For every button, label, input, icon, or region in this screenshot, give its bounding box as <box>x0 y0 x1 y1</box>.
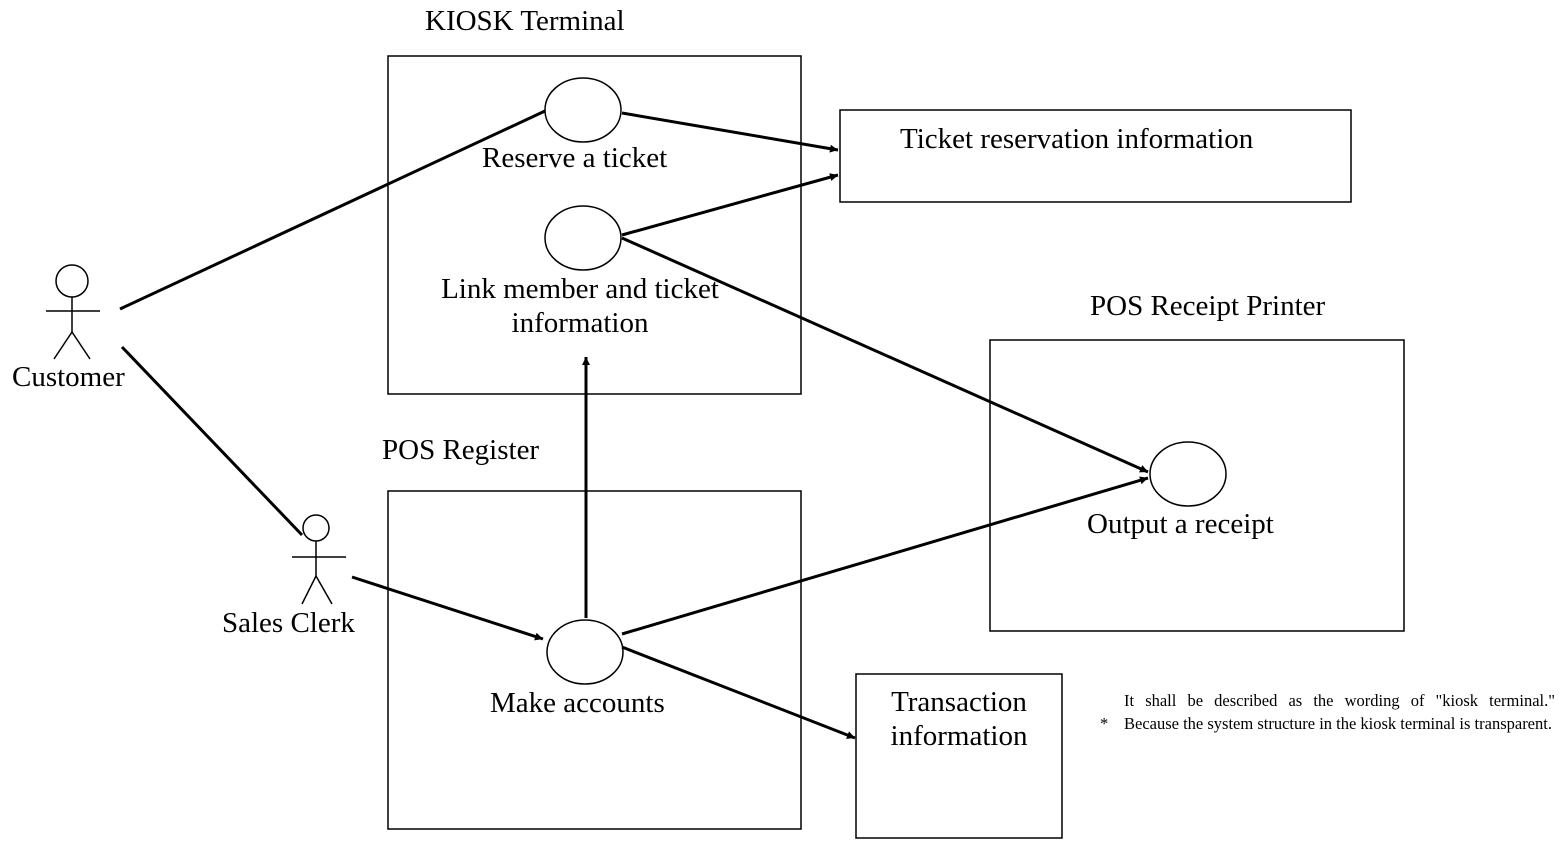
customer-actor-icon <box>46 264 100 360</box>
ticket-reservation-info-label: Ticket reservation information <box>900 123 1254 155</box>
footnote-line1: It shall be described as the wording of … <box>1124 691 1555 710</box>
pos-register-boundary <box>387 490 802 830</box>
sales-clerk-actor-icon <box>292 514 346 605</box>
output-receipt-usecase <box>1149 441 1227 507</box>
make-accounts-to-transaction-arrow <box>621 645 856 740</box>
customer-reserve-association <box>119 109 546 311</box>
link-to-ticket-info-arrow <box>621 173 839 237</box>
footnote-line2: Because the system structure in the kios… <box>1124 714 1552 733</box>
reserve-ticket-label: Reserve a ticket <box>482 142 668 174</box>
link-member-label-line1: Link member and ticket <box>441 273 719 305</box>
pos-receipt-printer-title: POS Receipt Printer <box>1090 290 1326 322</box>
pos-register-title: POS Register <box>382 434 540 466</box>
clerk-to-make-accounts-arrow <box>351 575 544 641</box>
transaction-info-label: Transaction information <box>856 685 1062 753</box>
link-member-label: Link member and ticket information <box>410 272 750 340</box>
transaction-info-label-line1: Transaction <box>891 686 1027 718</box>
reserve-ticket-usecase <box>544 77 622 143</box>
ticket-reservation-info-box <box>839 109 1352 203</box>
customer-label: Customer <box>12 361 125 393</box>
make-accounts-usecase <box>546 619 624 685</box>
sales-clerk-label: Sales Clerk <box>222 607 355 639</box>
link-to-receipt-arrow <box>621 236 1149 474</box>
transaction-info-box <box>855 673 1063 839</box>
transaction-info-label-line2: information <box>890 720 1028 752</box>
footnote: It shall be described as the wording of … <box>1100 690 1555 734</box>
make-accounts-to-receipt-arrow <box>621 476 1149 636</box>
customer-clerk-association <box>120 345 304 537</box>
output-receipt-label: Output a receipt <box>1087 508 1274 540</box>
kiosk-terminal-boundary <box>387 55 802 395</box>
link-member-label-line2: information <box>511 307 649 339</box>
reserve-to-ticket-info-arrow <box>621 111 839 153</box>
pos-receipt-printer-boundary <box>989 339 1405 632</box>
footnote-asterisk: * <box>1100 714 1109 733</box>
link-member-usecase <box>544 205 622 271</box>
make-accounts-label: Make accounts <box>490 687 665 719</box>
footnote-item: * Because the system structure in the ki… <box>1100 713 1555 734</box>
kiosk-terminal-title: KIOSK Terminal <box>425 5 625 37</box>
